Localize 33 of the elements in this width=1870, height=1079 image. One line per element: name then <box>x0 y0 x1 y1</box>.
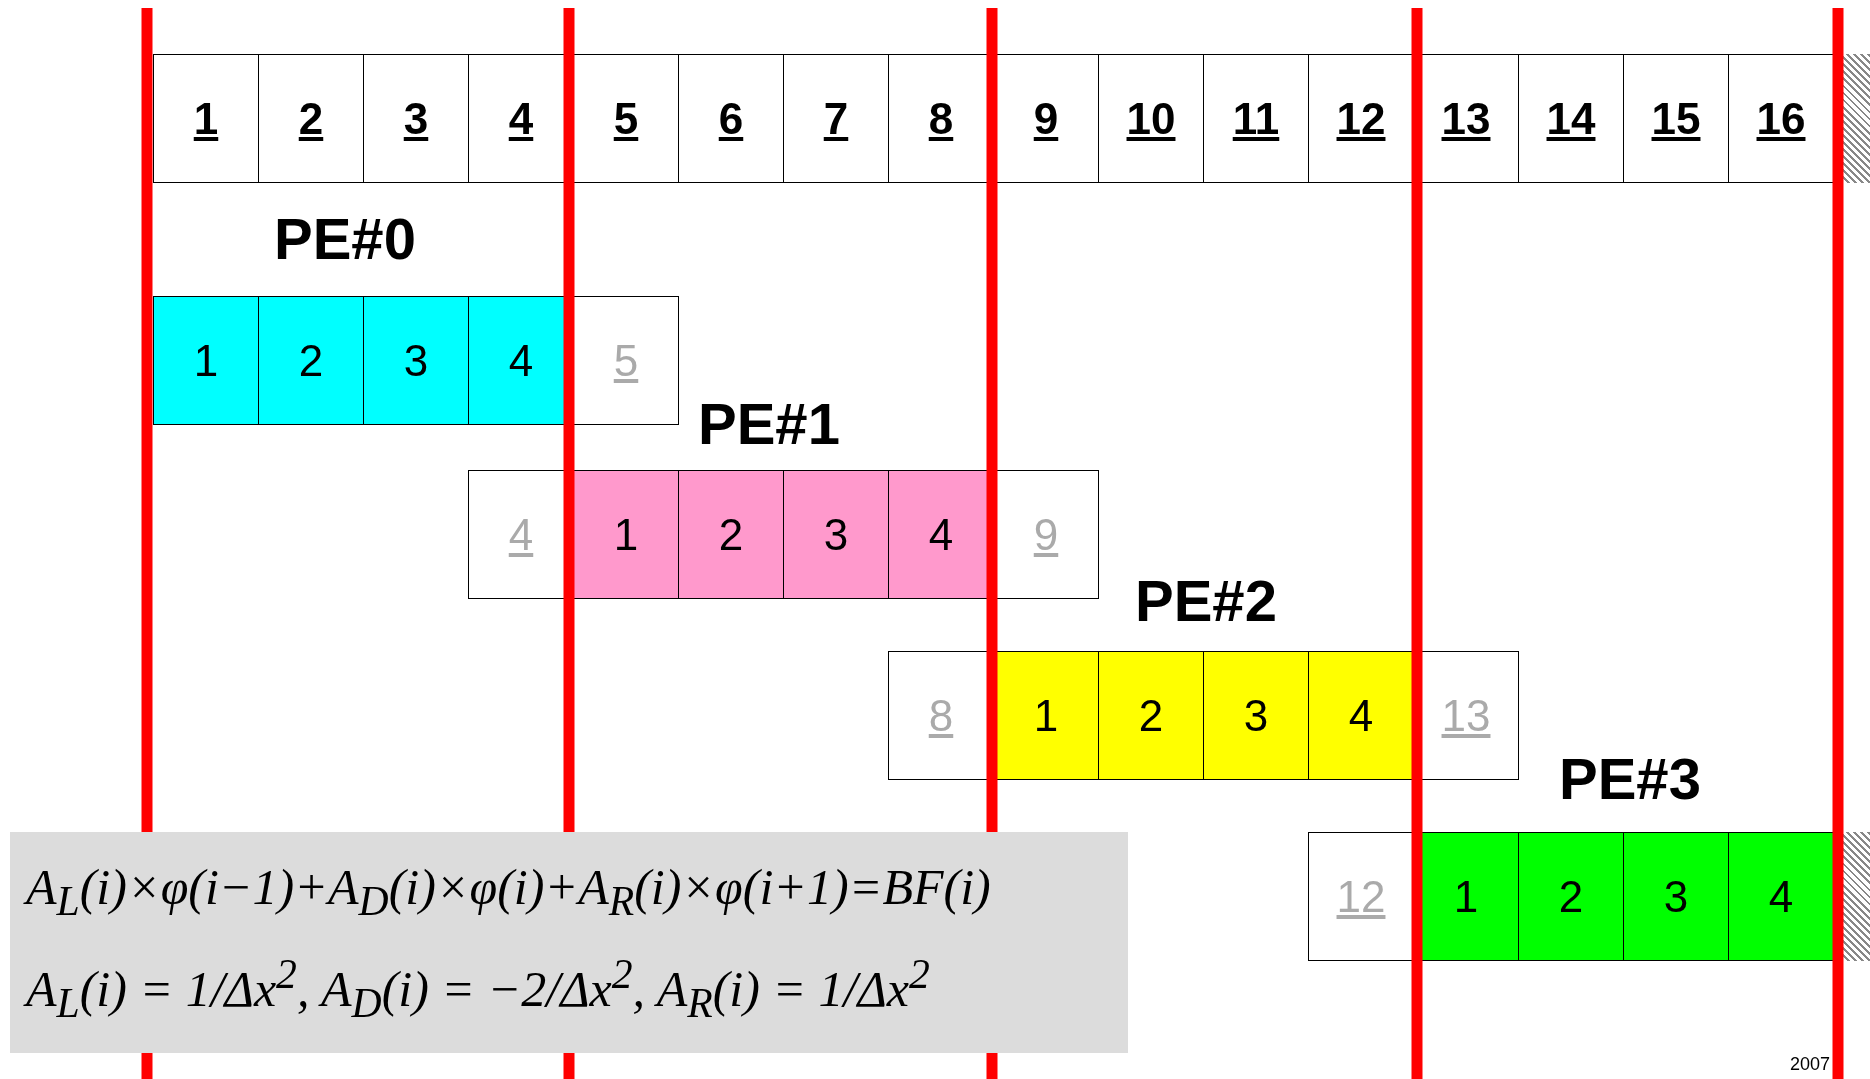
local-cell: 2 <box>678 470 784 599</box>
local-cell: 1 <box>153 296 259 425</box>
local-cell: 3 <box>1623 832 1729 961</box>
global-index-cell: 3 <box>363 54 469 183</box>
process-heading: PE#2 <box>1135 567 1277 634</box>
halo-cell: 12 <box>1308 832 1414 961</box>
global-index-cell: 11 <box>1203 54 1309 183</box>
global-index-cell: 15 <box>1623 54 1729 183</box>
global-index-cell: 12 <box>1308 54 1414 183</box>
process-heading: PE#0 <box>274 205 416 272</box>
local-cell: 4 <box>1308 651 1414 780</box>
process-heading: PE#3 <box>1559 745 1701 812</box>
global-index-cell: 5 <box>573 54 679 183</box>
local-cell: 3 <box>363 296 469 425</box>
local-cell: 3 <box>1203 651 1309 780</box>
global-index-cell: 14 <box>1518 54 1624 183</box>
local-cell: 4 <box>1728 832 1834 961</box>
global-index-cell: 6 <box>678 54 784 183</box>
process-heading: PE#1 <box>698 390 840 457</box>
global-index-cell: 7 <box>783 54 889 183</box>
hatched-area <box>1843 54 1870 183</box>
local-cell: 3 <box>783 470 889 599</box>
global-index-cell: 10 <box>1098 54 1204 183</box>
global-index-cell: 2 <box>258 54 364 183</box>
global-index-cell: 16 <box>1728 54 1834 183</box>
hatched-area <box>1843 832 1870 961</box>
global-index-cell: 1 <box>153 54 259 183</box>
local-cell: 1 <box>573 470 679 599</box>
page-number: 2007 <box>1790 1054 1831 1075</box>
halo-cell: 5 <box>573 296 679 425</box>
local-cell: 2 <box>1098 651 1204 780</box>
local-cell: 2 <box>1518 832 1624 961</box>
local-cell: 2 <box>258 296 364 425</box>
